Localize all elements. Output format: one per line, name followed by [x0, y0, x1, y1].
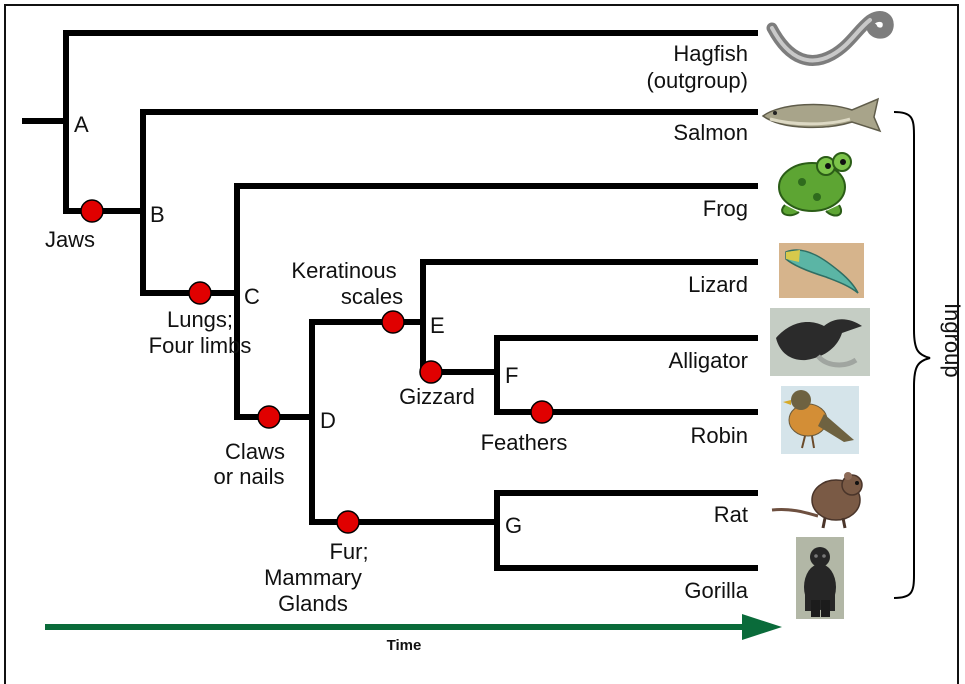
- node-label-a: A: [74, 112, 89, 137]
- gizzard-marker: [420, 361, 442, 383]
- alligator-image: [770, 308, 870, 376]
- taxa-labels: Hagfish (outgroup) Salmon Frog Lizard Al…: [646, 41, 748, 603]
- fur-marker: [337, 511, 359, 533]
- trait-label-feathers: Feathers: [481, 430, 568, 455]
- node-label-f: F: [505, 363, 518, 388]
- lungs-marker: [189, 282, 211, 304]
- gorilla-image: [796, 537, 844, 619]
- salmon-image: [763, 99, 880, 131]
- taxon-label-alligator: Alligator: [669, 348, 748, 373]
- rat-image: [772, 472, 862, 528]
- taxon-label-robin: Robin: [691, 423, 748, 448]
- node-label-c: C: [244, 284, 260, 309]
- claws-marker: [258, 406, 280, 428]
- trait-label-glands: Glands: [278, 591, 348, 616]
- taxon-label-frog: Frog: [703, 196, 748, 221]
- frog-image: [779, 153, 851, 216]
- ingroup-bracket: Ingroup: [894, 112, 965, 598]
- jaws-marker: [81, 200, 103, 222]
- ingroup-brace: [894, 112, 930, 598]
- node-label-b: B: [150, 202, 165, 227]
- lizard-image: [779, 243, 864, 298]
- taxon-label-lizard: Lizard: [688, 272, 748, 297]
- trait-markers: [81, 200, 553, 533]
- ingroup-label: Ingroup: [940, 303, 965, 378]
- trait-label-jaws: Jaws: [45, 227, 95, 252]
- node-label-e: E: [430, 313, 445, 338]
- trait-label-fur: Fur;: [329, 539, 368, 564]
- taxon-label-gorilla: Gorilla: [684, 578, 748, 603]
- taxon-label-hagfish: Hagfish: [673, 41, 748, 66]
- trait-label-claws: Claws: [225, 439, 285, 464]
- feathers-marker: [531, 401, 553, 423]
- trait-label-scales: scales: [341, 284, 403, 309]
- robin-image: [781, 386, 859, 454]
- taxon-label-salmon: Salmon: [673, 120, 748, 145]
- taxon-label-outgroup: (outgroup): [646, 68, 748, 93]
- trait-labels: Jaws Lungs; Four limbs Claws or nails Ke…: [45, 227, 567, 616]
- taxon-label-rat: Rat: [714, 502, 748, 527]
- node-label-d: D: [320, 408, 336, 433]
- node-label-g: G: [505, 513, 522, 538]
- trait-label-or-nails: or nails: [214, 464, 285, 489]
- time-label: Time: [387, 637, 422, 654]
- time-arrow-head: [742, 614, 782, 640]
- trait-label-four-limbs: Four limbs: [149, 333, 252, 358]
- keratinous-scales-marker: [382, 311, 404, 333]
- trait-label-lungs: Lungs;: [167, 307, 233, 332]
- trait-label-keratinous: Keratinous: [291, 258, 396, 283]
- trait-label-gizzard: Gizzard: [399, 384, 475, 409]
- time-axis: Time: [45, 614, 782, 654]
- hagfish-image: [772, 16, 888, 60]
- trait-label-mammary: Mammary: [264, 565, 362, 590]
